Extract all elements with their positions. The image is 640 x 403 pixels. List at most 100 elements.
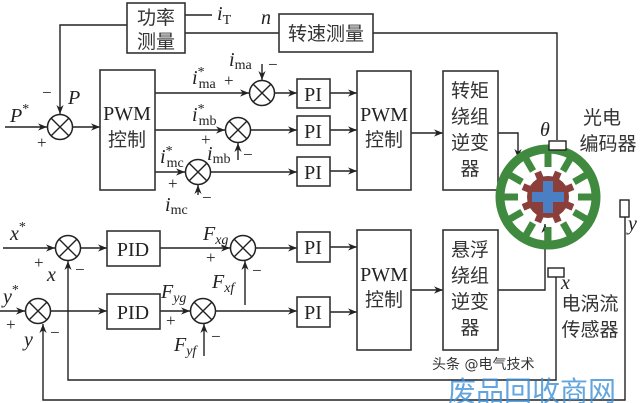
svg-text:−: − <box>252 261 262 280</box>
stator-tooth <box>506 170 524 186</box>
eddy-sensor-label: 电涡流 <box>561 293 618 315</box>
label-x: x <box>46 264 56 286</box>
encoder-label: 光电 <box>583 107 621 129</box>
svg-text:+: + <box>168 174 178 193</box>
svg-text:器: 器 <box>460 317 479 339</box>
svg-text:+: + <box>166 311 176 330</box>
rotor-tooth <box>563 200 575 211</box>
wires-bottom <box>0 217 626 401</box>
label-n: n <box>261 7 271 29</box>
label-y-ref: y* <box>1 283 19 308</box>
wires-top <box>5 14 558 195</box>
rotor-tooth <box>551 212 562 224</box>
svg-text:绕组: 绕组 <box>451 265 489 287</box>
svg-text:PI: PI <box>304 302 322 324</box>
summing-junction-fy <box>189 297 217 325</box>
svg-text:悬浮: 悬浮 <box>451 239 489 261</box>
svg-text:−: − <box>243 145 253 164</box>
svg-text:PWM: PWM <box>103 103 151 125</box>
summing-junction-x <box>54 234 82 262</box>
torque-winding-inverter-block: 转矩 绕组 逆变 器 <box>442 70 499 191</box>
summing-junction-imb <box>224 116 252 144</box>
svg-text:+: + <box>206 248 216 267</box>
stator-tooth <box>559 221 575 239</box>
svg-text:测量: 测量 <box>137 31 175 53</box>
svg-text:PWM: PWM <box>360 264 408 286</box>
svg-text:PID: PID <box>117 239 149 261</box>
svg-text:控制: 控制 <box>108 129 146 151</box>
encoder-label: 编码器 <box>579 133 636 155</box>
label-imb: imb <box>207 143 230 167</box>
eddy-sensor-label: 传感器 <box>561 319 618 341</box>
summing-junction-y <box>24 297 52 325</box>
stator-tooth <box>506 208 524 224</box>
label-y: y <box>22 329 33 351</box>
bearingless-motor <box>495 144 601 250</box>
label-P: P <box>67 87 80 109</box>
pi-block: PI <box>296 231 331 263</box>
label-x-ref: x* <box>9 220 26 245</box>
svg-text:控制: 控制 <box>365 289 403 311</box>
summing-junction-power <box>46 113 74 141</box>
label-y-sensor: y <box>626 213 637 235</box>
svg-text:逆变: 逆变 <box>451 132 489 154</box>
power-measure-block: 功率 测量 <box>126 2 186 54</box>
svg-text:+: + <box>34 253 44 272</box>
stator-ring <box>495 144 601 250</box>
rotor-tooth <box>563 183 575 194</box>
rotor-tooth <box>534 170 545 182</box>
speed-measure-block: 转速测量 <box>278 13 374 53</box>
label-Fyg: Fyg <box>160 281 186 306</box>
svg-text:+: + <box>224 71 234 90</box>
label-imc: imc <box>165 194 188 218</box>
svg-text:PI: PI <box>304 162 322 184</box>
svg-text:−: − <box>202 188 212 207</box>
svg-text:绕组: 绕组 <box>451 106 489 128</box>
photoelectric-encoder-icon <box>548 140 567 151</box>
svg-text:−: − <box>50 323 60 342</box>
svg-text:+: + <box>37 133 47 152</box>
pwm-control-block-main: PWM 控制 <box>99 69 156 191</box>
svg-text:PI: PI <box>304 121 322 143</box>
pid-block-y: PID <box>106 293 161 330</box>
pi-block: PI <box>296 78 331 109</box>
signal-labels: iT n P* P i*ma ima i*mb imb i*mc imc x* … <box>1 3 637 359</box>
svg-text:PWM: PWM <box>360 104 408 126</box>
pwm-control-block-torque: PWM 控制 <box>356 70 412 191</box>
rotor-tooth <box>521 200 533 211</box>
signs: + − + − + − + − + − + − + − + − <box>6 55 278 346</box>
svg-text:逆变: 逆变 <box>451 291 489 313</box>
label-iT: iT <box>217 3 232 28</box>
label-imb-ref: i*mb <box>192 102 216 129</box>
svg-text:+: + <box>201 130 211 149</box>
eddy-sensor-y-icon <box>619 199 630 218</box>
svg-text:PI: PI <box>304 84 322 106</box>
svg-text:PI: PI <box>304 237 322 259</box>
label-imc-ref: i*mc <box>160 144 184 171</box>
svg-text:−: − <box>75 260 85 279</box>
pwm-control-block-suspension: PWM 控制 <box>356 229 412 351</box>
label-Fxg: Fxg <box>202 223 228 248</box>
svg-text:转矩: 转矩 <box>451 80 489 102</box>
summing-junction-ima <box>248 79 276 107</box>
svg-text:−: − <box>211 327 221 346</box>
rotor-tooth <box>551 170 562 182</box>
stator-tooth <box>559 155 575 173</box>
summing-junction-fx <box>229 234 257 262</box>
label-Fxf: Fxf <box>211 271 236 296</box>
pi-block: PI <box>296 156 331 187</box>
stator-tooth <box>572 208 590 224</box>
suspension-winding-inverter-block: 悬浮 绕组 逆变 器 <box>442 229 499 351</box>
watermark-source: 头条 @电气技术 <box>432 356 534 373</box>
label-ima-ref: i*ma <box>192 65 216 92</box>
stator-tooth <box>521 155 537 173</box>
stator-tooth <box>521 221 537 239</box>
label-x-sensor: x <box>560 272 570 294</box>
rotor-tooth <box>534 212 545 224</box>
svg-text:+: + <box>6 315 16 334</box>
watermark-overlay: 废品回收商网 <box>448 375 616 403</box>
pi-block: PI <box>296 115 331 146</box>
pi-block: PI <box>296 296 331 328</box>
eddy-sensor-x-icon <box>547 267 565 278</box>
